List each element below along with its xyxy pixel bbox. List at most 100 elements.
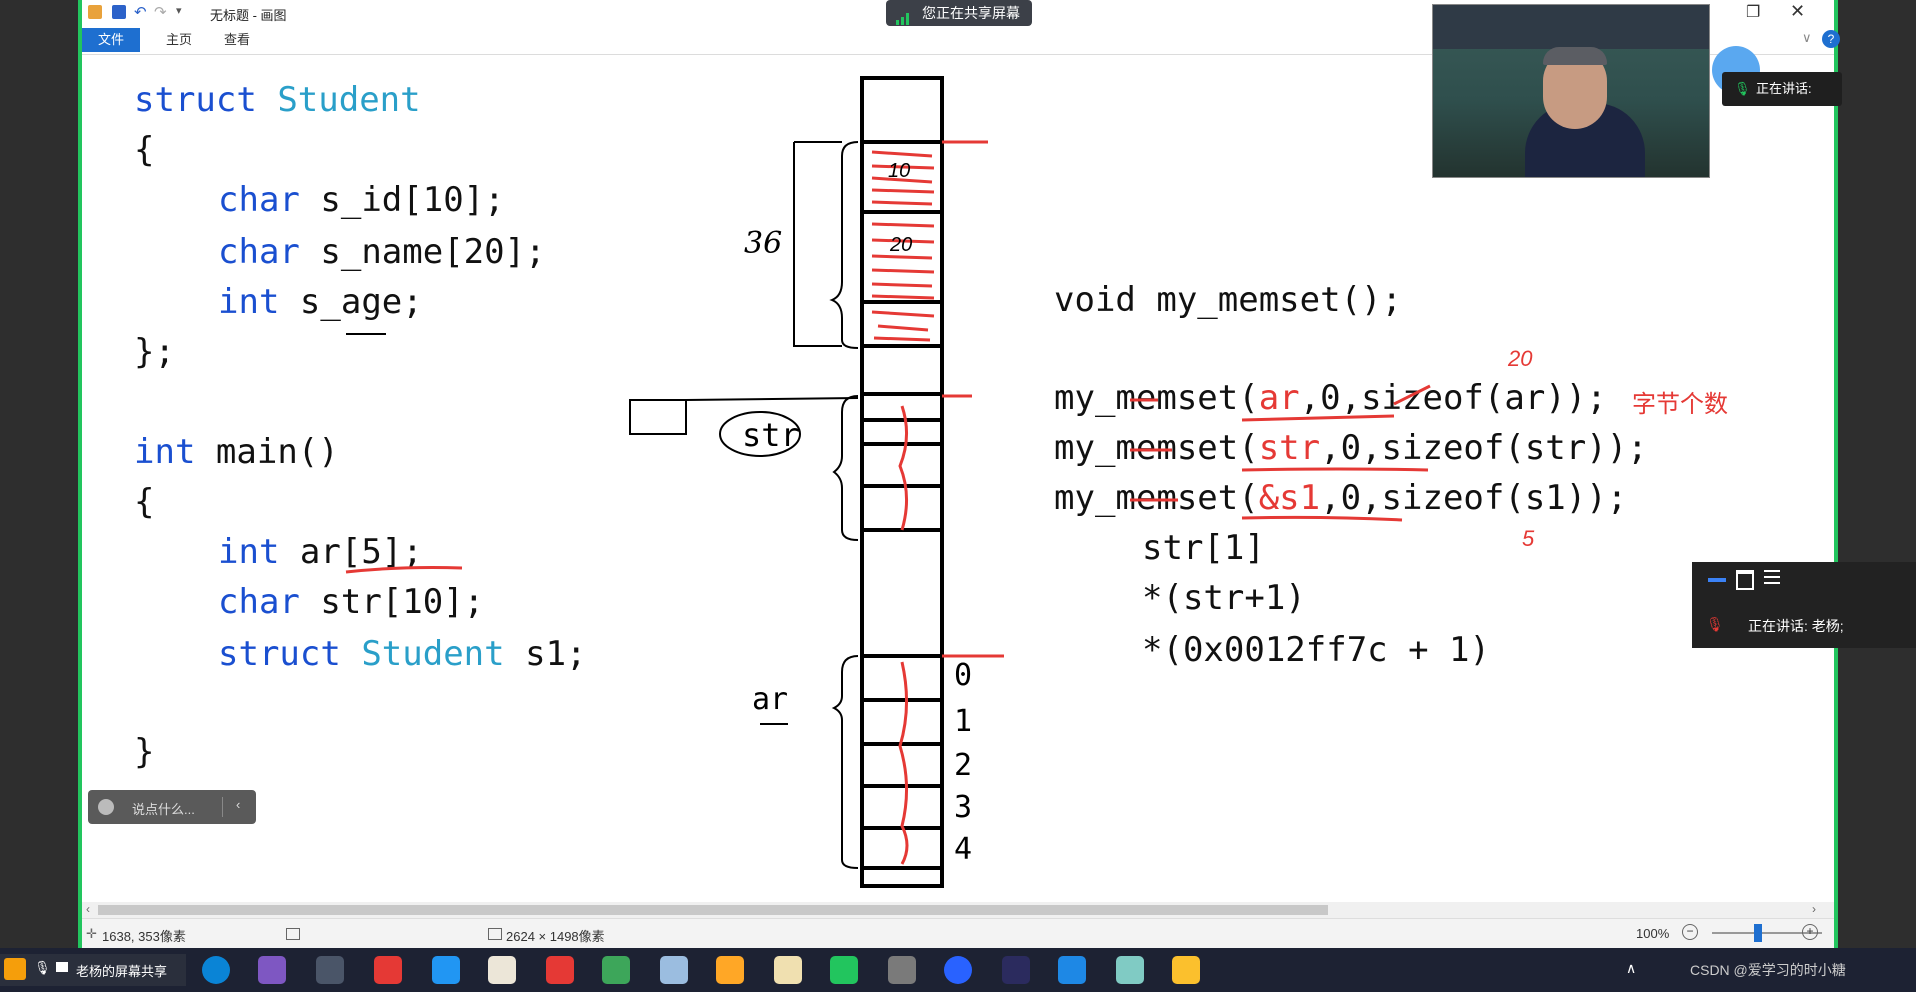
code-line-2: { bbox=[134, 130, 155, 170]
bytes-arrow bbox=[1393, 384, 1431, 406]
calculator-icon[interactable] bbox=[316, 956, 344, 984]
wps-icon-2[interactable] bbox=[546, 956, 574, 984]
scroll-right-icon[interactable]: › bbox=[1812, 902, 1816, 916]
app-icon-6[interactable] bbox=[1116, 956, 1144, 984]
typora-icon[interactable] bbox=[488, 956, 516, 984]
zoom-in-icon[interactable]: + bbox=[1802, 924, 1818, 940]
help-icon[interactable]: ? bbox=[1822, 30, 1840, 48]
horizontal-scrollbar[interactable]: ‹ › bbox=[82, 902, 1834, 918]
code-line-5: int s_age; bbox=[218, 282, 423, 322]
window-icon[interactable] bbox=[1736, 570, 1754, 590]
arg: ar bbox=[1258, 378, 1300, 418]
code-line-1: struct Student bbox=[134, 80, 421, 120]
app-icon-1[interactable] bbox=[432, 956, 460, 984]
zoom-slider-thumb[interactable] bbox=[1754, 924, 1762, 942]
zoom-out-icon[interactable]: − bbox=[1682, 924, 1698, 940]
text: ,0,sizeof(ar)); bbox=[1299, 378, 1607, 418]
index-1: 1 bbox=[954, 704, 973, 739]
zoom-slider-track[interactable] bbox=[1712, 932, 1822, 934]
struct-bracket bbox=[793, 141, 842, 347]
text: str[10]; bbox=[320, 582, 485, 622]
text: ,0,sizeof(s1)); bbox=[1320, 478, 1628, 518]
zoom-level: 100% bbox=[1636, 926, 1670, 941]
scroll-left-icon[interactable]: ‹ bbox=[86, 902, 90, 916]
terminal-icon[interactable] bbox=[1002, 956, 1030, 984]
selection-icon bbox=[286, 928, 300, 940]
text: s_age; bbox=[299, 282, 423, 322]
tab-home[interactable]: 主页 bbox=[166, 32, 193, 47]
app-icon-4[interactable] bbox=[888, 956, 916, 984]
speaker-panel-label: 正在讲话: 老杨; bbox=[1748, 618, 1844, 634]
code-right-7: *(0x0012ff7c + 1) bbox=[1142, 630, 1490, 670]
kw: int bbox=[218, 532, 280, 572]
share-status-chip[interactable]: 🎙 老杨的屏幕共享 bbox=[0, 954, 186, 986]
code-line-11: struct Student s1; bbox=[218, 634, 587, 674]
app-icon-2[interactable] bbox=[660, 956, 688, 984]
label-str: str bbox=[742, 416, 800, 454]
memory-diagram bbox=[345, 76, 1431, 888]
restore-icon[interactable]: ❐ bbox=[1746, 4, 1761, 21]
speaker-panel: 🎙 正在讲话: 老杨; bbox=[1692, 562, 1916, 648]
memory-column bbox=[860, 76, 944, 888]
chat-divider bbox=[222, 797, 223, 817]
tab-view[interactable]: 查看 bbox=[224, 32, 251, 47]
str-ellipse bbox=[719, 411, 801, 457]
right-desktop-strip bbox=[1838, 0, 1916, 948]
screen-sharing-indicator[interactable]: 您正在共享屏幕 bbox=[886, 0, 1032, 26]
label-5-red: 5 bbox=[1522, 526, 1535, 551]
chat-input[interactable]: 说点什么... ‹ bbox=[88, 790, 256, 824]
type: Student bbox=[277, 80, 421, 120]
tray-chevron-icon[interactable]: ∧ bbox=[1626, 960, 1637, 976]
screen-icon bbox=[56, 962, 68, 972]
code-line-7: int main() bbox=[134, 432, 339, 472]
paint-app-icon bbox=[88, 5, 102, 19]
label-10: 10 bbox=[888, 160, 911, 182]
chat-collapse-icon[interactable]: ‹ bbox=[236, 797, 241, 812]
list-icon[interactable] bbox=[1764, 570, 1780, 572]
underline-ar-decl bbox=[345, 566, 463, 574]
status-bar: ✛ 1638, 353像素 2624 × 1498像素 100% − + bbox=[82, 918, 1834, 949]
visual-studio-icon[interactable] bbox=[258, 956, 286, 984]
type: Student bbox=[361, 634, 505, 674]
text: my_memset( bbox=[1054, 478, 1259, 518]
wechat-icon[interactable] bbox=[602, 956, 630, 984]
close-icon[interactable]: ✕ bbox=[1790, 1, 1806, 21]
code-right-6: *(str+1) bbox=[1142, 578, 1306, 618]
meeting-icon[interactable] bbox=[944, 956, 972, 984]
label-20-red: 20 bbox=[1508, 346, 1533, 371]
webcam-video[interactable] bbox=[1432, 4, 1710, 178]
mic-small-icon: 🎙 bbox=[34, 960, 51, 975]
pointer-arrow bbox=[685, 397, 859, 401]
scribble-ar bbox=[898, 661, 909, 865]
app-icon-5[interactable] bbox=[1058, 956, 1086, 984]
minimize-icon[interactable] bbox=[1708, 578, 1726, 582]
kw: struct bbox=[218, 634, 341, 674]
redo-icon[interactable]: ↷ bbox=[154, 4, 167, 21]
app-icon-3[interactable] bbox=[716, 956, 744, 984]
save-icon[interactable] bbox=[112, 5, 126, 19]
scribble-str bbox=[898, 405, 909, 531]
paint-canvas[interactable]: struct Student { char s_id[10]; char s_n… bbox=[82, 56, 1834, 902]
wps-icon[interactable] bbox=[374, 956, 402, 984]
quick-access-dropdown-icon[interactable]: ▾ bbox=[176, 5, 182, 17]
kw: struct bbox=[134, 80, 257, 120]
scribble-s-age bbox=[871, 310, 935, 342]
undo-icon[interactable]: ↶ bbox=[134, 4, 147, 21]
qq-icon[interactable] bbox=[830, 956, 858, 984]
paint-taskbar-icon[interactable] bbox=[774, 956, 802, 984]
arg: str bbox=[1258, 428, 1321, 468]
code-right-2: my_memset(ar,0,sizeof(ar)); bbox=[1054, 378, 1607, 418]
code-line-9: int ar[5]; bbox=[218, 532, 423, 572]
file-explorer-icon[interactable] bbox=[1172, 956, 1200, 984]
tab-file[interactable]: 文件 bbox=[82, 28, 141, 52]
code-right-3: my_memset(str,0,sizeof(str)); bbox=[1054, 428, 1648, 468]
share-border-right bbox=[1834, 0, 1838, 992]
emoji-icon[interactable] bbox=[98, 799, 114, 815]
edge-icon[interactable] bbox=[202, 956, 230, 984]
scroll-thumb[interactable] bbox=[98, 905, 1328, 915]
code-line-8: { bbox=[134, 482, 155, 522]
ribbon-collapse-icon[interactable]: ∨ bbox=[1802, 30, 1812, 45]
pointer-box bbox=[629, 399, 687, 435]
underline-sizeof-ar bbox=[1241, 414, 1395, 422]
label-bytes: 字节个数 bbox=[1632, 391, 1728, 418]
